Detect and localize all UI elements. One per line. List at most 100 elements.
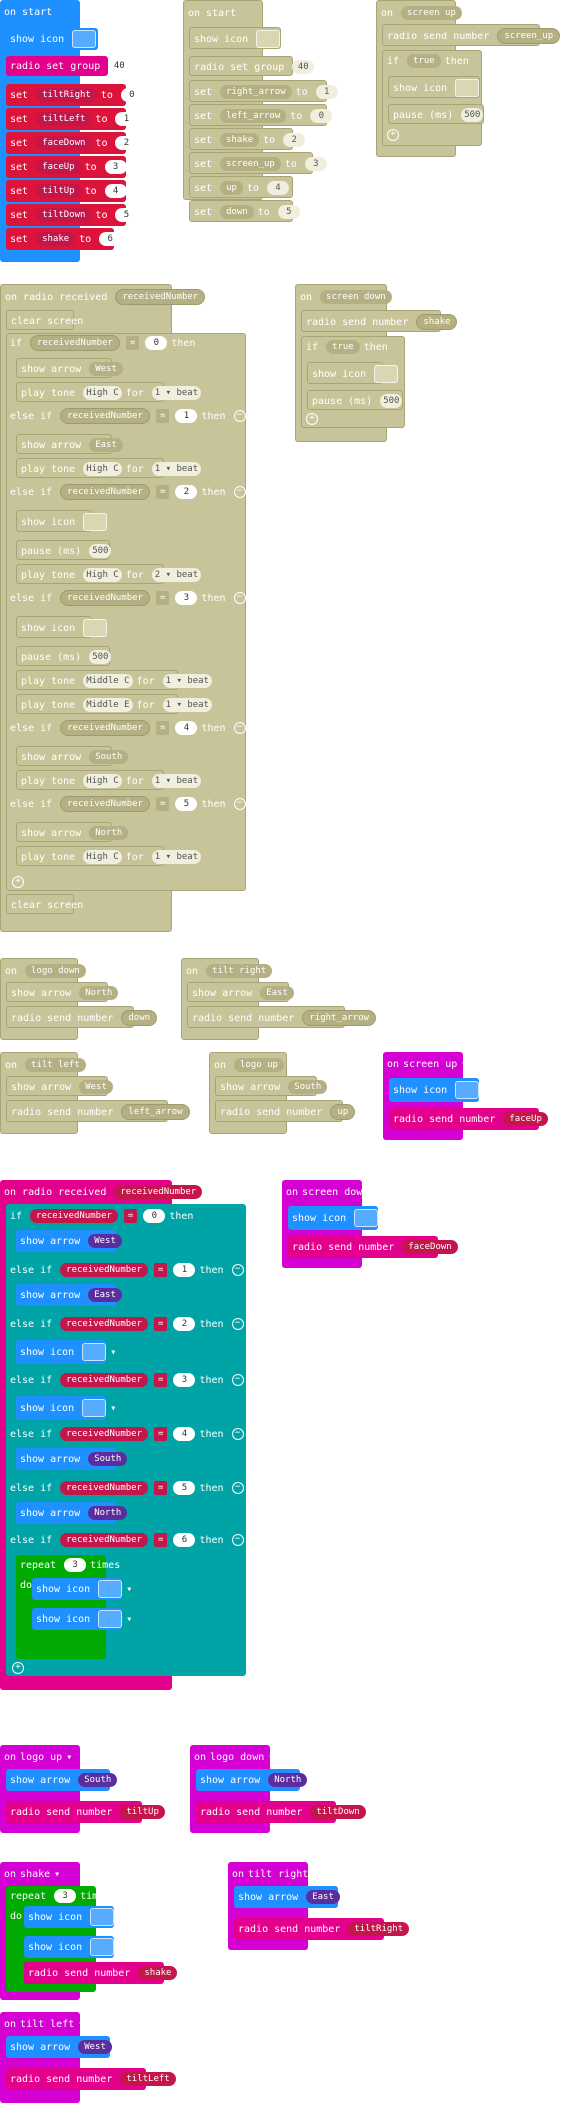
direction-dropdown[interactable]: East xyxy=(260,986,294,1000)
send-variable[interactable]: shake xyxy=(138,1966,178,1980)
equals-operator[interactable]: = xyxy=(154,1373,168,1387)
variable-value[interactable]: 5 xyxy=(115,208,138,222)
note-value[interactable]: High C xyxy=(83,386,122,400)
remove-branch-icon[interactable]: − xyxy=(233,486,246,498)
gesture-dropdown[interactable]: tilt right xyxy=(248,1868,309,1880)
beat-value[interactable]: 1 ▾ beat xyxy=(151,774,202,788)
direction-dropdown[interactable]: South xyxy=(288,1080,328,1094)
direction-dropdown[interactable]: North xyxy=(88,1506,128,1520)
repeat-count[interactable]: 3 xyxy=(54,1889,77,1903)
variable-dropdown[interactable]: tiltLeft xyxy=(36,112,92,126)
variable-value[interactable]: 6 xyxy=(99,232,122,246)
remove-branch-icon[interactable]: − xyxy=(233,410,246,422)
direction-dropdown[interactable]: North xyxy=(79,986,119,1000)
variable-value[interactable]: 4 xyxy=(104,184,127,198)
send-variable[interactable]: up xyxy=(330,1104,356,1120)
gesture-dropdown[interactable]: tilt left xyxy=(25,1058,86,1072)
disabled-pause-block[interactable]: pause (ms)500 xyxy=(307,390,403,410)
send-variable[interactable]: faceUp xyxy=(503,1112,548,1126)
send-variable[interactable]: tiltDown xyxy=(310,1805,366,1819)
beat-value[interactable]: 1 ▾ beat xyxy=(151,850,202,864)
disabled-show-icon-block[interactable]: show icon xyxy=(16,616,108,638)
variable-dropdown[interactable]: tiltRight xyxy=(36,88,97,102)
show-icon-block[interactable]: show icon▾ xyxy=(32,1578,132,1600)
gesture-dropdown[interactable]: logo down xyxy=(25,964,86,978)
beat-value[interactable]: 1 ▾ beat xyxy=(162,698,212,712)
show-icon-block[interactable]: show icon▾ xyxy=(6,28,106,50)
equals-operator[interactable]: = xyxy=(156,797,170,811)
gesture-dropdown[interactable]: screen down xyxy=(320,290,392,304)
show-icon-block[interactable]: show icon▾ xyxy=(389,1078,489,1102)
remove-branch-icon[interactable]: − xyxy=(231,1482,244,1494)
note-value[interactable]: High C xyxy=(83,568,122,582)
remove-branch-icon[interactable]: − xyxy=(231,1318,244,1330)
equals-operator[interactable]: = xyxy=(123,1209,138,1223)
equals-operator[interactable]: = xyxy=(125,336,140,350)
condition-dropdown[interactable]: true xyxy=(407,54,441,68)
direction-dropdown[interactable]: West xyxy=(79,1080,113,1094)
show-icon-block[interactable]: show icon▾ xyxy=(16,1340,116,1364)
variable-dropdown[interactable]: right_arrow xyxy=(220,85,292,99)
received-number-var[interactable]: receivedNumber xyxy=(60,796,151,812)
compare-value[interactable]: 6 xyxy=(173,1533,196,1547)
gesture-dropdown[interactable]: logo down xyxy=(210,1751,265,1763)
compare-value[interactable]: 3 xyxy=(175,591,198,605)
gesture-dropdown[interactable]: shake xyxy=(20,1868,51,1880)
disabled-clear-screen-block[interactable]: clear screen xyxy=(6,310,83,330)
gesture-dropdown[interactable]: tilt left xyxy=(20,2018,75,2030)
equals-operator[interactable]: = xyxy=(154,1263,168,1277)
note-value[interactable]: Middle C xyxy=(83,674,133,688)
variable-value[interactable]: 5 xyxy=(277,205,300,219)
beat-value[interactable]: 1 ▾ beat xyxy=(162,674,212,688)
disabled-pause-block[interactable]: pause (ms)500 xyxy=(16,540,112,560)
direction-dropdown[interactable]: West xyxy=(88,1234,122,1248)
variable-value[interactable]: 2 xyxy=(115,136,138,150)
remove-branch-icon[interactable]: − xyxy=(233,592,246,604)
group-value[interactable]: 40 xyxy=(108,59,131,73)
compare-value[interactable]: 1 xyxy=(175,409,198,423)
received-number-var[interactable]: receivedNumber xyxy=(60,1263,149,1277)
beat-value[interactable]: 1 ▾ beat xyxy=(151,386,202,400)
pause-value[interactable]: 500 xyxy=(89,544,112,558)
variable-value[interactable]: 1 xyxy=(115,112,138,126)
variable-dropdown[interactable]: shake xyxy=(220,133,260,147)
variable-dropdown[interactable]: tiltUp xyxy=(36,184,81,198)
equals-operator[interactable]: = xyxy=(154,1533,168,1547)
variable-dropdown[interactable]: left_arrow xyxy=(220,109,287,123)
compare-value[interactable]: 0 xyxy=(145,336,168,350)
compare-value[interactable]: 3 xyxy=(173,1373,196,1387)
icon-picker[interactable] xyxy=(455,79,480,97)
note-value[interactable]: High C xyxy=(83,774,122,788)
condition-dropdown[interactable]: true xyxy=(326,340,360,354)
received-number-var[interactable]: receivedNumber xyxy=(60,484,151,500)
group-value[interactable]: 40 xyxy=(292,60,315,74)
send-variable[interactable]: shake xyxy=(416,314,458,330)
gesture-dropdown[interactable]: screen down xyxy=(302,1186,369,1198)
variable-dropdown[interactable]: shake xyxy=(36,232,76,246)
received-number-param[interactable]: receivedNumber xyxy=(114,1185,203,1199)
note-value[interactable]: High C xyxy=(83,850,122,864)
